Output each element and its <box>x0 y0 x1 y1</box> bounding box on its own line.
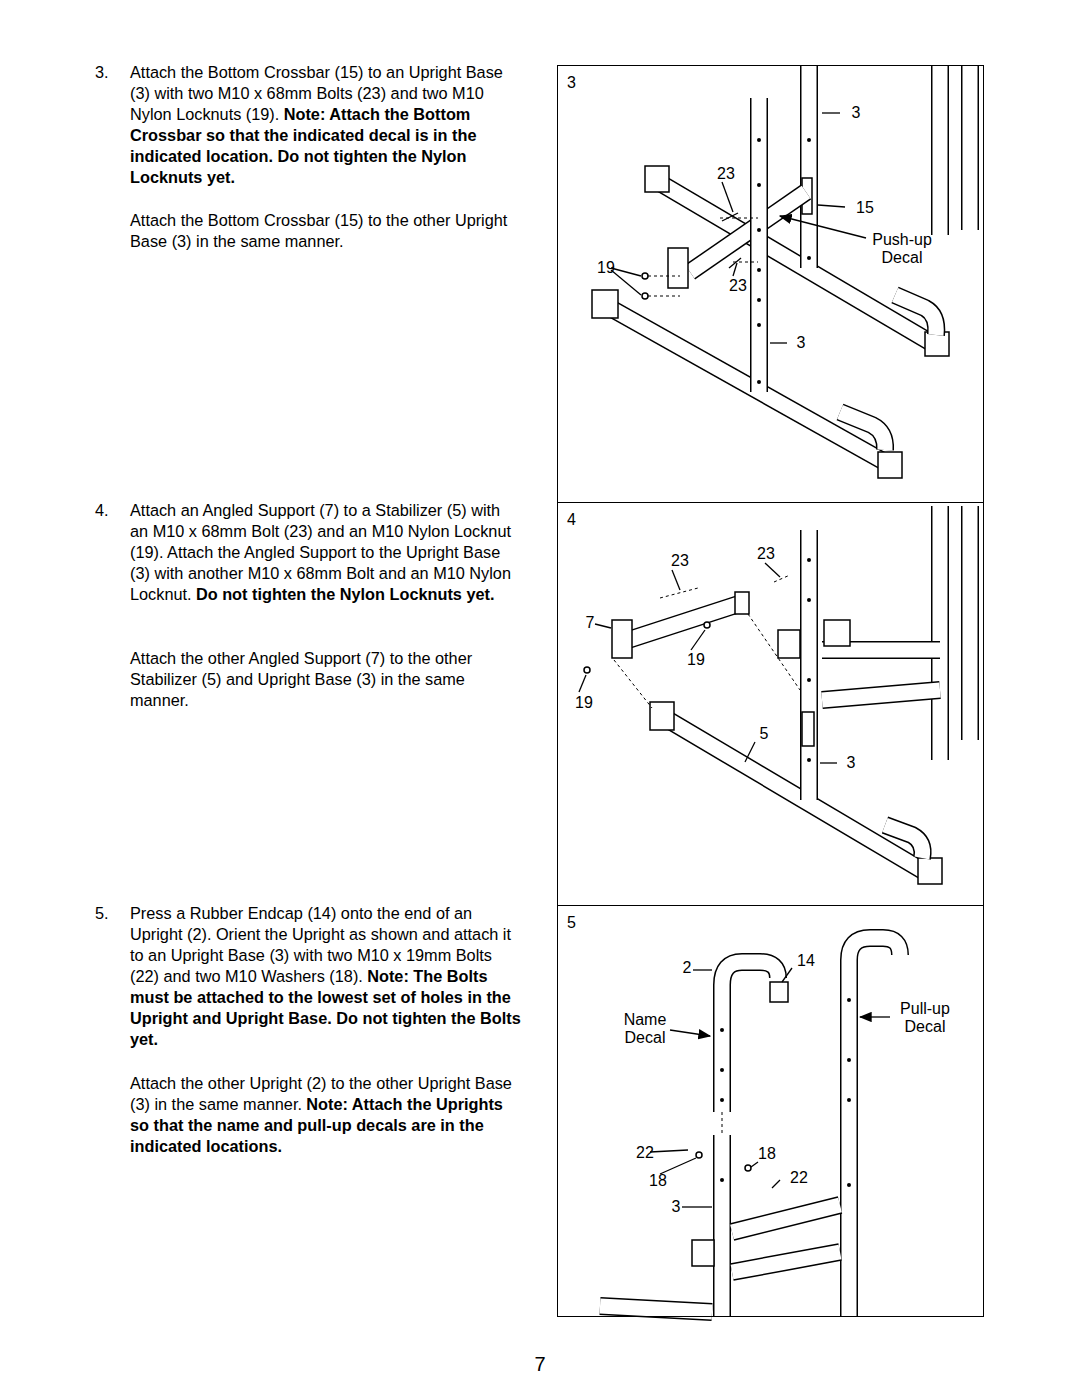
decal-label: Push-up Decal <box>866 231 938 267</box>
callout-number: 23 <box>729 277 747 295</box>
callout-number: 18 <box>649 1172 667 1190</box>
instruction-paragraph: Attach the Bottom Crossbar (15) to the o… <box>130 210 522 252</box>
step-number-text: 3. <box>95 62 109 83</box>
callout-number: 3 <box>672 1198 681 1216</box>
callout-number: 3 <box>852 104 861 122</box>
instruction-text: Attach the Bottom Crossbar (15) to the o… <box>130 211 507 250</box>
callout-number: 23 <box>717 165 735 183</box>
callout-number: 7 <box>586 614 595 632</box>
instruction-text: Attach the other Angled Support (7) to t… <box>130 649 472 709</box>
step-number-text: 5. <box>95 903 109 924</box>
callout-number: 19 <box>575 694 593 712</box>
callout-number: 18 <box>758 1145 776 1163</box>
figure-panel: 5 <box>557 905 984 1317</box>
page-number: 7 <box>534 1353 545 1376</box>
callout-number: 19 <box>687 651 705 669</box>
step-number: 5 <box>567 914 576 932</box>
step-number-text: 4. <box>95 500 109 521</box>
callout-number: 23 <box>671 552 689 570</box>
step-number: 4 <box>567 511 576 529</box>
callout-number: 15 <box>856 199 874 217</box>
callout-number: 22 <box>790 1169 808 1187</box>
callout-number: 5 <box>760 725 769 743</box>
step-number: 3 <box>567 74 576 92</box>
instruction-paragraph: Attach an Angled Support (7) to a Stabil… <box>130 500 522 605</box>
decal-label: Pull-up Decal <box>892 1000 958 1036</box>
decal-label: Name Decal <box>614 1011 676 1047</box>
instruction-note: Do not tighten the Nylon Locknuts yet. <box>196 585 494 603</box>
callout-number: 3 <box>847 754 856 772</box>
callout-number: 3 <box>797 334 806 352</box>
callout-number: 19 <box>597 259 615 277</box>
figure-panel: 3 <box>557 65 984 503</box>
callout-number: 14 <box>797 952 815 970</box>
callout-number: 22 <box>636 1144 654 1162</box>
instruction-paragraph: Press a Rubber Endcap (14) onto the end … <box>130 903 522 1050</box>
callout-number: 2 <box>683 959 692 977</box>
instruction-paragraph: Attach the other Angled Support (7) to t… <box>130 648 522 711</box>
figure-panel: 4 <box>557 502 984 906</box>
instruction-paragraph: Attach the Bottom Crossbar (15) to an Up… <box>130 62 522 188</box>
instruction-paragraph: Attach the other Upright (2) to the othe… <box>130 1073 522 1157</box>
callout-number: 23 <box>757 545 775 563</box>
